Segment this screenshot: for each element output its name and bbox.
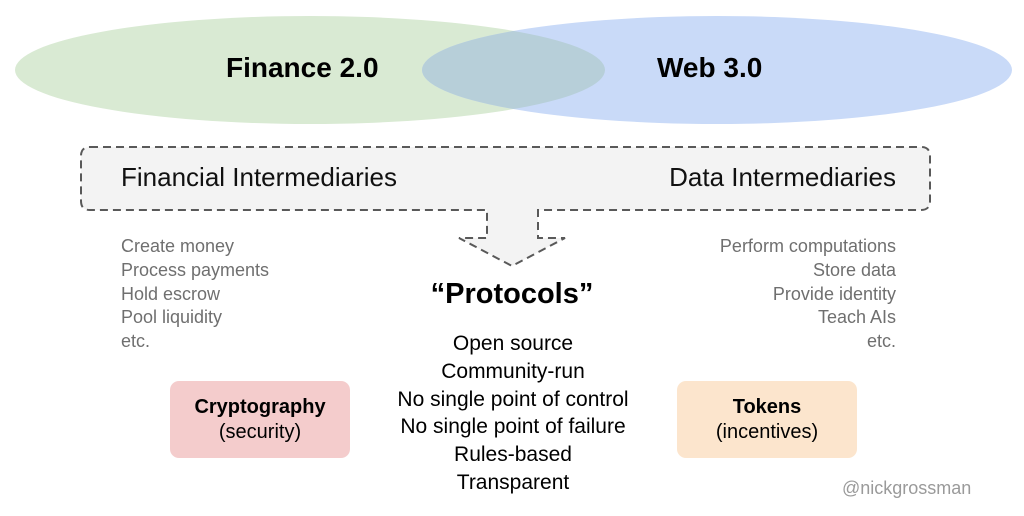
list-item: Store data [812,259,896,280]
data-functions-list: Perform computations Store data Provide … [720,235,896,354]
list-item: Pool liquidity [121,307,223,328]
cryptography-subtitle: (security) [218,421,302,443]
financial-functions-list: Create money Process payments Hold escro… [121,235,269,354]
list-item: etc. [121,331,151,352]
list-item: Open source [452,332,574,355]
finance-ellipse [15,16,605,124]
data-intermediaries-label: Data Intermediaries [669,162,896,192]
list-item: Rules-based [454,443,572,467]
list-item: Create money [121,236,235,256]
protocols-title: “Protocols” [430,278,594,310]
finance-2-label: Finance 2.0 [226,52,379,83]
protocol-properties-list: Open source Community-run No single poin… [0,330,1024,497]
intermediaries-to-protocols-arrow [80,146,931,268]
tokens-subtitle: (incentives) [715,421,819,443]
list-item: Hold escrow [121,283,221,304]
list-item: Perform computations [719,236,896,256]
list-item: Teach AIs [817,307,896,328]
web-3-label: Web 3.0 [657,52,763,83]
list-item: Provide identity [772,283,896,304]
financial-intermediaries-label: Financial Intermediaries [121,162,398,192]
list-item: etc. [866,331,896,352]
cryptography-title: Cryptography [194,396,326,418]
author-credit: @nickgrossman [842,478,972,498]
list-item: No single point of failure [400,415,626,439]
list-item: Process payments [121,259,270,280]
tokens-badge: Tokens (incentives) [677,381,857,458]
list-item: Transparent [456,470,570,494]
web-ellipse [422,16,1012,124]
list-item: No single point of control [397,387,629,411]
tokens-title: Tokens [732,396,802,418]
cryptography-badge: Cryptography (security) [170,381,350,458]
list-item: Community-run [441,359,585,383]
